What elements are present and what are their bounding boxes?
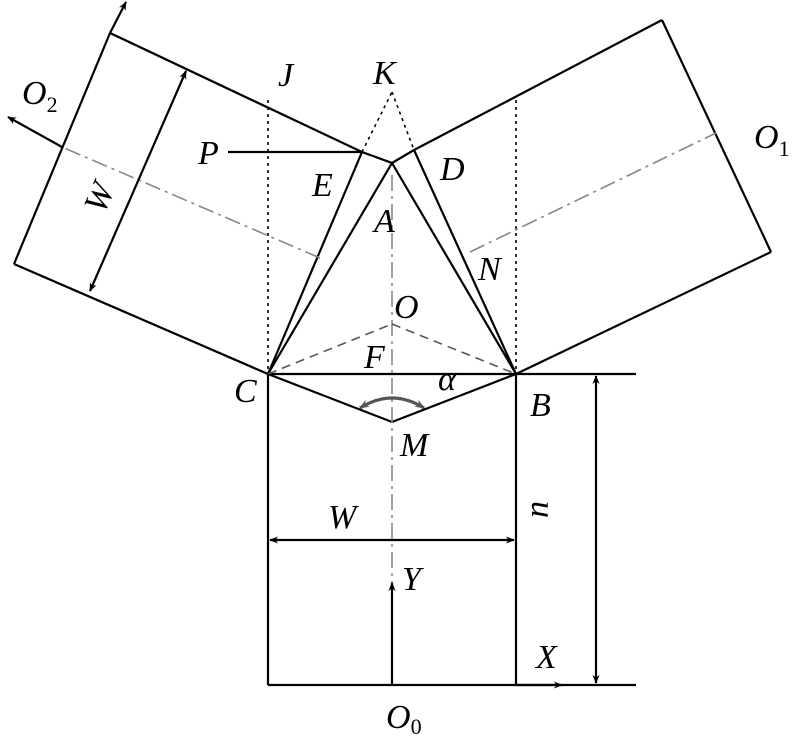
label-j: J xyxy=(278,57,295,94)
label-y: Y xyxy=(402,561,424,598)
label-f: F xyxy=(363,339,386,376)
label-p: P xyxy=(197,135,219,172)
labels: K J O2 O1 P D E A N O F α C B M W W u Y … xyxy=(22,55,790,739)
dashed-lines-from-o xyxy=(267,323,517,375)
label-o2: O2 xyxy=(22,75,58,117)
fold-triangle xyxy=(267,149,517,424)
label-x: X xyxy=(534,639,558,676)
w-left-arrow xyxy=(88,70,188,292)
label-d: D xyxy=(439,151,465,188)
label-o0: O0 xyxy=(386,699,422,739)
label-e: E xyxy=(311,167,333,204)
left-panel xyxy=(12,32,364,376)
dimension-arrows xyxy=(7,1,600,689)
label-o1: O1 xyxy=(754,119,790,161)
label-k: K xyxy=(372,55,398,92)
label-n: N xyxy=(477,251,503,288)
label-o: O xyxy=(394,289,419,326)
label-w-bottom: W xyxy=(328,499,359,536)
right-panel xyxy=(412,19,772,375)
o2-direction-arrow xyxy=(7,116,63,148)
label-c: C xyxy=(234,373,257,410)
label-b: B xyxy=(530,387,551,424)
label-w-left: W xyxy=(77,175,123,218)
label-a: A xyxy=(372,203,395,240)
base-panel xyxy=(266,372,636,687)
up-tick-arrow xyxy=(109,1,127,34)
label-alpha: α xyxy=(438,361,457,398)
label-u: u xyxy=(524,501,561,518)
dotted-construction-lines xyxy=(267,91,517,374)
angle-arc-alpha xyxy=(359,396,425,410)
label-m: M xyxy=(399,427,430,464)
